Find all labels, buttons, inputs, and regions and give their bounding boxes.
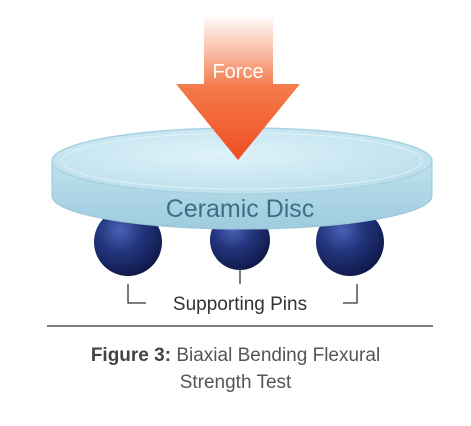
pin-left	[94, 208, 162, 276]
figure-caption: Figure 3: Biaxial Bending Flexural Stren…	[0, 342, 471, 396]
caption-line-1: Figure 3: Biaxial Bending Flexural	[0, 342, 471, 369]
disc-label: Ceramic Disc	[166, 195, 315, 223]
pins-label: Supporting Pins	[173, 294, 307, 315]
force-arrow: Force	[176, 14, 300, 160]
right-bracket	[343, 284, 358, 304]
ceramic-disc: Ceramic Disc	[51, 127, 433, 230]
caption-prefix: Figure 3:	[90, 345, 172, 366]
caption-title-part1: Biaxial Bending Flexural	[176, 345, 381, 366]
caption-line-2: Strength Test	[179, 372, 292, 393]
left-bracket	[127, 284, 146, 304]
arrow-shape	[176, 14, 300, 160]
pins-bracket	[127, 268, 358, 304]
force-label: Force	[212, 61, 263, 83]
